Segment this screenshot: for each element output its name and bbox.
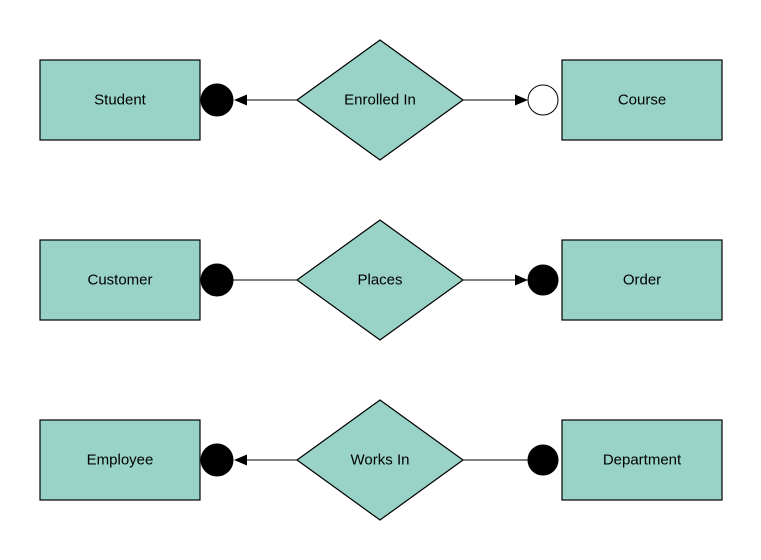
relationship-row-student-course: Student Enrolled In Course [39,39,723,161]
relationship-enrolled-in-label: Enrolled In [344,92,416,109]
cardinality-dot-filled [200,443,234,477]
relationship-row-employee-department: Employee Works In Department [39,399,723,521]
entity-employee-label: Employee [87,452,154,469]
cardinality-dot-filled [527,444,559,476]
entity-order-label: Order [623,272,661,289]
arrowhead-left-icon [234,454,247,466]
entity-customer [39,239,201,321]
entity-employee [39,419,201,501]
arrowhead-right-icon [515,94,528,106]
entity-customer-label: Customer [87,272,152,289]
relationship-works-in-label: Works In [351,452,410,469]
entity-course [561,59,723,141]
entity-department [561,419,723,501]
cardinality-dot-open [527,84,559,116]
entity-department-label: Department [603,452,682,469]
entity-student [39,59,201,141]
relationship-places-label: Places [357,272,402,289]
entity-course-label: Course [618,92,666,109]
arrowhead-right-icon [515,274,528,286]
entity-student-label: Student [94,92,147,109]
relationship-row-customer-order: Customer Places Order [39,219,723,341]
cardinality-dot-filled [527,264,559,296]
cardinality-dot-filled [200,83,234,117]
entity-order [561,239,723,321]
arrowhead-left-icon [234,94,247,106]
cardinality-dot-filled [200,263,234,297]
